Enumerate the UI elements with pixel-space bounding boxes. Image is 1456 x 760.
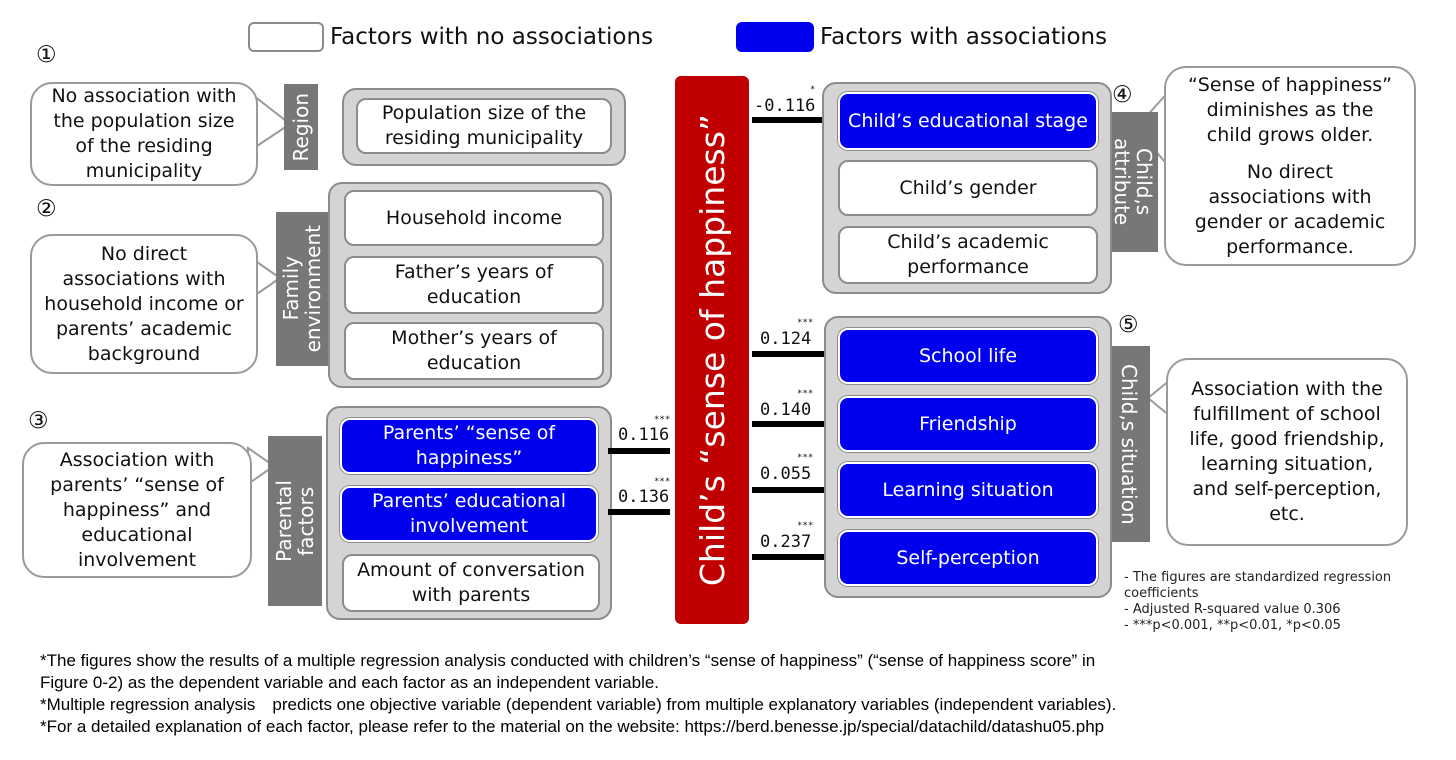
coefficient-parents-happiness: 0.116 (618, 425, 670, 445)
legend-swatch-assoc (736, 22, 814, 52)
category-label-parental: Parental factors (268, 436, 322, 606)
legend-label-assoc: Factors with associations (820, 24, 1108, 50)
factor-self-perception: Self-perception (838, 530, 1098, 586)
factor-mother-education: Mother’s years of education (344, 322, 604, 380)
significance-parents-involvement: *** (654, 477, 671, 487)
note-line: - The figures are standardized regressio… (1124, 570, 1392, 585)
callout-line: associations with (1208, 185, 1372, 208)
callout-line: No direct (100, 242, 188, 265)
factor-household-income: Household income (344, 190, 604, 246)
significance-parents-happiness: *** (654, 415, 671, 425)
coefficient-learning-situation: 0.055 (760, 464, 812, 484)
callout-line: fulfillment of school (1193, 403, 1381, 425)
dependent-variable-label: Child’s “sense of happiness” (692, 113, 732, 587)
connector-school-life (752, 351, 826, 357)
category-label-family: Family environment (276, 212, 328, 366)
callout-line: parents’ “sense of (50, 473, 224, 496)
connector-educational-stage (752, 117, 824, 123)
connector-parents-involvement (608, 509, 670, 515)
category-label-attribute: Child,s attribute (1108, 112, 1158, 252)
note-line: - Adjusted R-squared value 0.306 (1124, 602, 1341, 617)
section-number-4: ④ (1112, 82, 1133, 108)
callout-region: No association with the population size … (30, 82, 258, 186)
factor-friendship: Friendship (838, 396, 1098, 452)
footnote-line: *For a detailed explanation of each fact… (40, 717, 1105, 736)
factor-population-size: Population size of the residing municipa… (356, 98, 612, 154)
connector-learning-situation (752, 487, 826, 493)
callout-attribute: “Sense of happiness” diminishes as the c… (1164, 66, 1416, 266)
significance-self-perception: *** (797, 521, 814, 531)
coefficient-educational-stage: -0.116 (754, 96, 816, 116)
factor-school-life: School life (838, 328, 1098, 384)
footnote-line: *The figures show the results of a multi… (40, 651, 1096, 670)
callout-line: child grows older. (1206, 123, 1374, 146)
section-number-3: ③ (28, 408, 49, 434)
callout-line: diminishes as the (1206, 98, 1374, 121)
callout-situation: Association with the fulfillment of scho… (1166, 358, 1408, 546)
note-line: - ***p<0.001, **p<0.01, *p<0.05 (1124, 618, 1341, 633)
connector-self-perception (752, 554, 826, 560)
factor-father-education: Father’s years of education (344, 256, 604, 314)
callout-line: household income or (44, 292, 244, 315)
callout-line: life, good friendship, (1189, 428, 1385, 450)
callout-line: “Sense of happiness” (1187, 73, 1393, 96)
coefficient-friendship: 0.140 (760, 400, 812, 420)
footnotes: *The figures show the results of a multi… (40, 650, 1116, 738)
legend-swatch-no-assoc (248, 22, 324, 52)
callout-line: parents’ academic (56, 317, 232, 340)
callout-family: No direct associations with household in… (30, 234, 258, 374)
factor-educational-stage: Child’s educational stage (838, 92, 1098, 150)
legend-label-no-assoc: Factors with no associations (330, 24, 654, 50)
callout-line: municipality (85, 160, 203, 182)
callout-line: and self-perception, (1192, 478, 1382, 500)
factor-academic-performance: Child’s academic performance (838, 226, 1098, 284)
callout-line: of the residing (75, 135, 213, 157)
significance-learning-situation: *** (797, 453, 814, 463)
callout-line: gender or academic (1194, 210, 1386, 233)
callout-line: associations with (62, 267, 226, 290)
coefficient-self-perception: 0.237 (760, 532, 812, 552)
connector-parents-happiness (608, 448, 670, 454)
callout-line: learning situation, (1200, 453, 1374, 475)
factor-parents-happiness: Parents’ “sense of happiness” (340, 418, 598, 474)
notes: - The figures are standardized regressio… (1124, 570, 1444, 634)
callout-line: involvement (77, 548, 197, 571)
footnote-line: Figure 0-2) as the dependent variable an… (40, 673, 660, 692)
callout-line: No association with (51, 85, 237, 107)
note-line: coefficients (1124, 586, 1199, 601)
factor-child-gender: Child’s gender (838, 160, 1098, 216)
significance-friendship: *** (797, 389, 814, 399)
coefficient-parents-involvement: 0.136 (618, 487, 670, 507)
coefficient-school-life: 0.124 (760, 329, 812, 349)
callout-line: Association with the (1191, 378, 1383, 400)
callout-parental: Association with parents’ “sense of happ… (22, 442, 252, 578)
callout-line: performance. (1226, 235, 1354, 258)
category-label-situation: Child,s situation (1108, 346, 1150, 542)
section-number-2: ② (36, 196, 57, 222)
connector-friendship (752, 421, 826, 427)
callout-line: the population size (53, 110, 235, 132)
callout-line: etc. (1269, 503, 1305, 525)
footnote-line: *Multiple regression analysis predicts o… (40, 695, 1117, 714)
section-number-5: ⑤ (1118, 312, 1139, 338)
factor-parents-involvement: Parents’ educational involvement (340, 486, 598, 542)
category-label-region: Region (284, 84, 318, 170)
significance-school-life: *** (797, 318, 814, 328)
callout-line: background (87, 342, 201, 365)
factor-learning-situation: Learning situation (838, 462, 1098, 518)
callout-line: No direct (1246, 160, 1334, 183)
factor-conversation: Amount of conversation with parents (342, 554, 600, 612)
dependent-variable-bar: Child’s “sense of happiness” (675, 76, 749, 624)
significance-educational-stage: * (810, 85, 816, 95)
callout-line: happiness” and (62, 498, 212, 521)
callout-line: Association with (59, 448, 215, 471)
callout-line: educational (81, 523, 193, 546)
section-number-1: ① (36, 42, 57, 68)
